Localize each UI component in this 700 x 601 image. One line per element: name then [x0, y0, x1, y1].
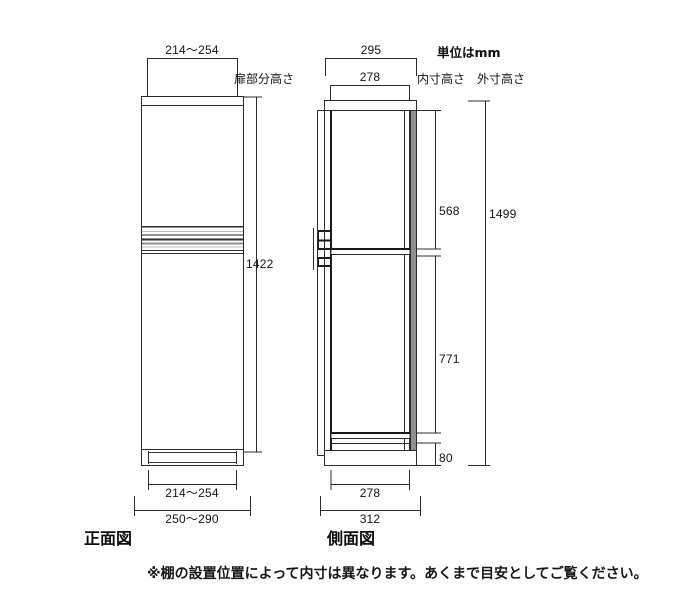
side-upper-inner-height-label: 568	[439, 204, 460, 218]
side-inner-heights-dimension	[416, 110, 441, 466]
front-bottom-outer-width-label: 250～290	[165, 512, 219, 526]
front-door-height-label: 1422	[246, 257, 274, 271]
door-height-annotation: 扉部分高さ	[234, 71, 294, 86]
side-top-outer-depth-dimension	[325, 58, 417, 76]
side-view-group: 295 278 568 771 80 1499 278 312 内寸高さ 外寸高…	[313, 43, 525, 548]
side-plinth	[324, 450, 417, 466]
side-base-height-label: 80	[439, 451, 453, 465]
front-view-title: 正面図	[84, 529, 132, 548]
front-bottom-inner-width-label: 214～254	[165, 486, 219, 500]
side-top-inner-depth-label: 278	[360, 70, 381, 84]
inner-height-annotation: 内寸高さ	[417, 71, 465, 86]
side-top-outer-depth-label: 295	[361, 43, 382, 57]
side-base-deck	[330, 432, 411, 444]
front-bottom-outer-width-dimension	[134, 496, 251, 516]
front-middle-band	[141, 226, 244, 254]
side-middle-shelf	[330, 248, 411, 255]
side-door-panel	[410, 110, 417, 451]
side-bottom-inner-depth-label: 278	[360, 486, 381, 500]
side-view-title: 側面図	[326, 529, 375, 548]
front-top-width-label: 214～254	[165, 43, 219, 57]
side-bottom-outer-depth-dimension	[320, 496, 421, 516]
side-top-panel	[324, 100, 417, 111]
front-top-panel	[141, 96, 244, 106]
side-outer-height-label: 1499	[489, 207, 517, 221]
front-base-plinth	[141, 449, 244, 466]
side-top-inner-depth-dimension	[330, 85, 410, 100]
unit-note: 単位はmm	[437, 45, 501, 60]
front-top-width-dimension	[147, 58, 238, 96]
front-view-group: 214～254 1422 214～254 250～290 扉部分高さ 正面図	[84, 43, 294, 548]
side-outer-height-dimension	[468, 100, 490, 466]
side-lower-inner-height-label: 771	[439, 352, 460, 366]
front-door-height-dimension	[243, 96, 262, 453]
front-cabinet-body	[141, 96, 244, 466]
side-cabinet-body	[313, 100, 417, 466]
footer-note: ※棚の設置位置によって内寸は異なります。あくまで目安としてご覧ください。	[147, 565, 648, 582]
side-bottom-outer-depth-label: 312	[360, 512, 381, 526]
side-bottom-inner-depth-dimension	[330, 470, 410, 490]
front-bottom-inner-width-dimension	[148, 470, 237, 490]
outer-height-annotation: 外寸高さ	[477, 71, 525, 86]
